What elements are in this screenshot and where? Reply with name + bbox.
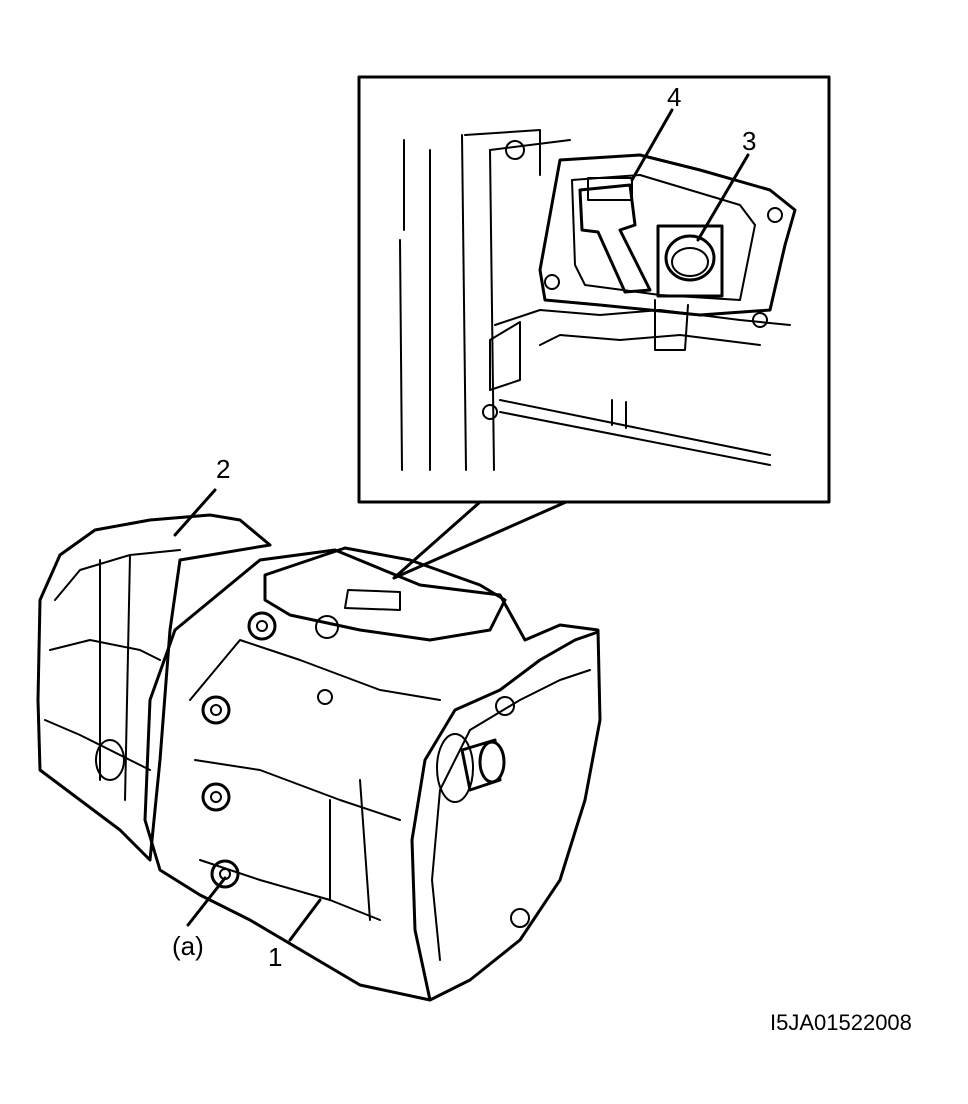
inset-bolt-hole bbox=[482, 404, 498, 420]
callout-3-leader bbox=[696, 153, 750, 242]
front-flange bbox=[410, 630, 600, 1002]
case-bolt bbox=[247, 611, 277, 641]
inset-rail bbox=[499, 399, 771, 466]
inset-cover-plate bbox=[538, 153, 797, 317]
transmission-assembly: 2 (a) 1 bbox=[36, 454, 602, 1002]
case-top-cover bbox=[263, 546, 507, 642]
inset-stem bbox=[654, 299, 689, 351]
callout-a-label: (a) bbox=[172, 931, 204, 961]
part-3-plug-housing bbox=[656, 224, 724, 298]
inset-leader bbox=[392, 500, 568, 580]
callout-a-leader bbox=[186, 876, 227, 927]
bolt-a bbox=[210, 859, 240, 889]
inset-bolt-hole bbox=[505, 140, 525, 160]
part-1-transmission-case bbox=[143, 548, 602, 1002]
callout-2-label: 2 bbox=[216, 454, 230, 484]
inset-bolt-hole bbox=[544, 274, 560, 290]
part-2-extension-housing bbox=[36, 513, 272, 862]
extension-rib bbox=[99, 554, 131, 801]
cover-plate-detail bbox=[344, 589, 401, 611]
extension-boss bbox=[95, 739, 125, 781]
case-boss bbox=[317, 689, 333, 705]
inset-bracket bbox=[489, 321, 521, 391]
part-3-plug-inner bbox=[671, 247, 709, 277]
callout-1-label: 1 bbox=[268, 942, 282, 972]
front-flange-inner bbox=[431, 669, 591, 961]
figure-reference: I5JA01522008 bbox=[770, 1010, 912, 1035]
extension-rib bbox=[44, 719, 151, 771]
inset-bolt-hole bbox=[767, 207, 783, 223]
part-3-plug bbox=[664, 234, 716, 282]
case-rib bbox=[199, 859, 381, 921]
case-rib bbox=[189, 639, 441, 701]
inset-case-edge bbox=[399, 139, 431, 471]
inset-rail-mark bbox=[611, 399, 627, 429]
input-shaft-end bbox=[478, 740, 506, 784]
inset-case-top bbox=[464, 129, 571, 176]
case-bolt bbox=[201, 782, 231, 812]
inset-cover-edge bbox=[494, 309, 791, 326]
detail-inset: 4 3 bbox=[357, 75, 831, 580]
callout-3-label: 3 bbox=[742, 126, 756, 156]
extension-rib bbox=[54, 549, 181, 601]
bearing-retainer bbox=[436, 733, 474, 803]
inset-cover-recess bbox=[571, 174, 756, 301]
inset-case-edge bbox=[461, 134, 495, 471]
inset-cover-edge bbox=[539, 334, 761, 346]
callout-4-label: 4 bbox=[667, 82, 681, 112]
input-shaft bbox=[460, 738, 502, 792]
extension-rib bbox=[49, 639, 161, 661]
callout-2-leader bbox=[173, 488, 217, 537]
case-bolt-hole bbox=[315, 615, 339, 639]
case-bolt bbox=[201, 695, 231, 725]
case-rib bbox=[194, 759, 401, 821]
callout-1-leader bbox=[288, 898, 322, 942]
part-4-shift-lever-head bbox=[587, 177, 633, 201]
case-rib bbox=[329, 779, 371, 921]
case-bolt bbox=[495, 696, 530, 928]
inset-bolt-hole bbox=[752, 312, 768, 328]
callout-4-leader bbox=[630, 108, 674, 182]
